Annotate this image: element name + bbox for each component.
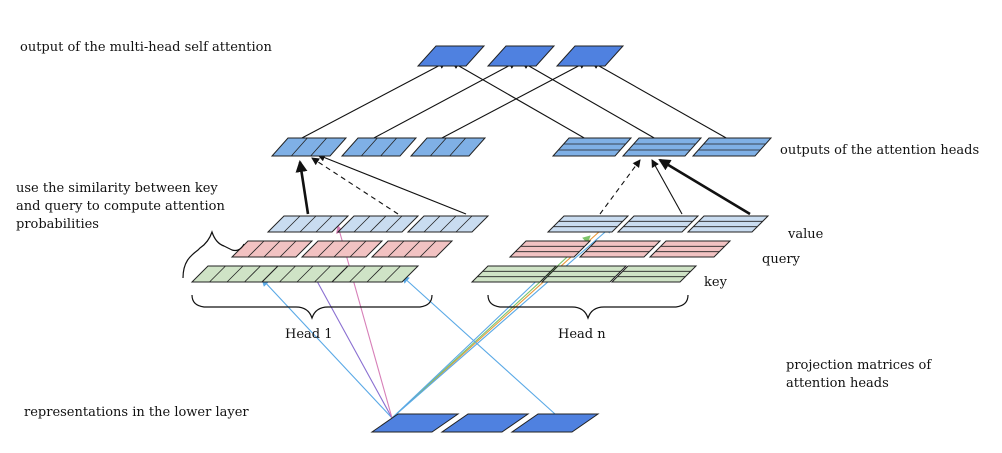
attention-arrows (295, 61, 751, 216)
output-arrow (299, 61, 447, 140)
label-similarity-2: and query to compute attention (16, 199, 225, 214)
query-matrix (578, 240, 662, 258)
output-arrow (439, 61, 587, 140)
value-to-output-arrow (317, 153, 467, 215)
key-matrix (330, 265, 420, 283)
value-matrix (686, 215, 770, 233)
value-to-output-arrow (311, 157, 399, 215)
head-output-block (409, 137, 487, 157)
value-matrix (546, 215, 630, 233)
input-representation (440, 413, 530, 433)
key-matrix (190, 265, 280, 283)
value-matrix (336, 215, 420, 233)
key-matrix (610, 265, 698, 283)
projection-arrow-blue (401, 275, 556, 415)
label-similarity-3: probabilities (16, 217, 99, 232)
value-to-output-arrow (599, 159, 641, 215)
label-projection-2: attention heads (786, 376, 889, 391)
input-representation (370, 413, 460, 433)
output-mhsa-block (555, 45, 625, 67)
key-matrix (470, 265, 558, 283)
label-value: value (787, 227, 824, 242)
brace-similarity (182, 230, 245, 279)
output-arrow (451, 61, 587, 140)
label-headn: Head n (558, 327, 606, 342)
label-similarity-1: use the similarity between key (16, 181, 218, 196)
key-matrix (540, 265, 628, 283)
value-matrix (406, 215, 490, 233)
projection-arrow-pink (336, 225, 393, 419)
query-matrix (648, 240, 732, 258)
head-output-block (270, 137, 348, 157)
value-to-output-arrow (295, 160, 310, 215)
label-projection-1: projection matrices of (786, 358, 932, 373)
label-representations: representations in the lower layer (24, 405, 249, 420)
output-arrow (521, 61, 657, 140)
brace-head1 (191, 294, 433, 320)
projection-arrow-purple (311, 271, 393, 419)
head-output-block (340, 137, 418, 157)
output-arrow (591, 61, 729, 140)
label-outputs-heads: outputs of the attention heads (780, 143, 979, 158)
brace-headn (487, 294, 689, 320)
value-to-output-arrow (658, 158, 751, 216)
input-representation (510, 413, 600, 433)
projection-arrow-blue (391, 225, 613, 419)
query-matrix (370, 240, 454, 258)
label-output-mhsa: output of the multi-head self attention (20, 40, 273, 55)
value-to-output-arrow (651, 159, 683, 215)
projection-arrow-blue (261, 278, 393, 419)
head-output-block (551, 137, 633, 157)
label-query: query (762, 252, 801, 267)
label-key: key (704, 275, 728, 290)
output-arrow (371, 61, 517, 140)
head-output-block (621, 137, 703, 157)
query-matrix (508, 240, 592, 258)
label-head1: Head 1 (285, 327, 333, 342)
output-mhsa-block (486, 45, 556, 67)
output-mhsa-block (416, 45, 486, 67)
matrix-shapes (190, 45, 773, 433)
value-matrix (616, 215, 700, 233)
query-matrix (230, 240, 314, 258)
value-matrix (266, 215, 350, 233)
projection-arrow-blue (391, 269, 549, 419)
head-output-block (691, 137, 773, 157)
query-matrix (300, 240, 384, 258)
